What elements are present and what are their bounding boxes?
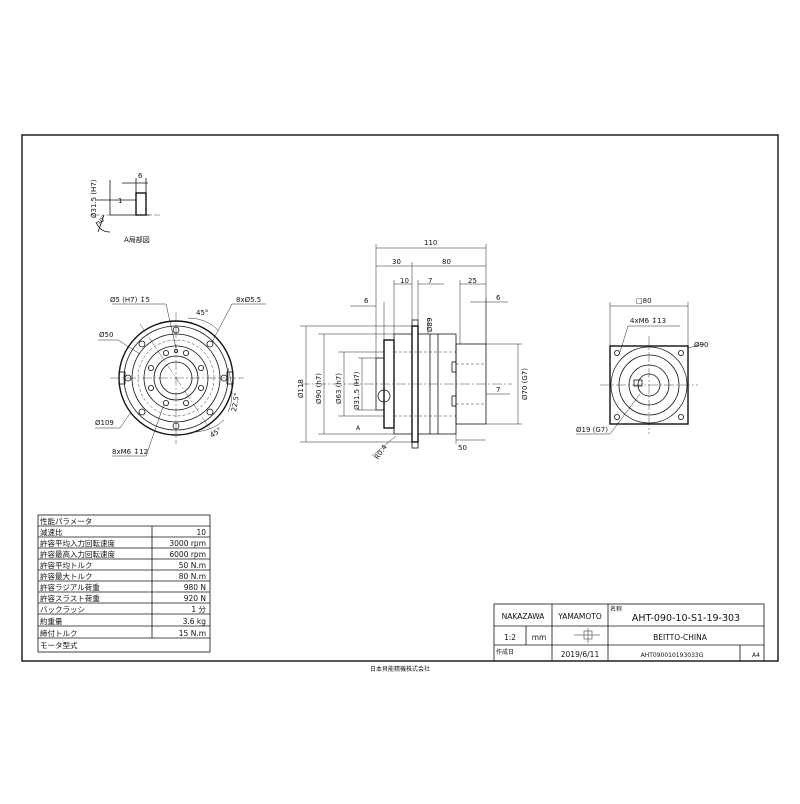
motor-view: □80 4xM6 ↧13 Ø90 Ø19 (G7) — [576, 297, 708, 435]
spec-table-title: 性能パラメータ — [40, 516, 92, 526]
spec-row-value: 80 N.m — [179, 572, 206, 581]
motor-tap-dim: 4xM6 ↧13 — [630, 317, 666, 325]
side-dim-31-5h7: Ø31.5 (H7) — [353, 371, 361, 410]
spec-row-value: 3000 rpm — [169, 539, 206, 548]
detail-a-view: 6 1 Ø31.5 (H7) 30° A局部図 — [90, 172, 160, 244]
company-name: 日本貝能精機株式会社 — [370, 665, 430, 673]
spec-row-label: バックラッシ — [40, 605, 85, 614]
front-hole-pattern-dim: 8xØ5.5 — [236, 296, 261, 304]
title-drawing-no: AHT090010193033G — [641, 652, 704, 659]
spec-row-label: 減速比 — [40, 527, 63, 537]
side-dim-80: 80 — [442, 258, 451, 266]
front-angle-22-5: 22.5° — [230, 392, 241, 412]
side-dim-118: Ø118 — [297, 379, 305, 398]
front-view: Ø5 (H7) ↧5 8xØ5.5 45° Ø50 Ø109 8xM6 ↧12 … — [95, 296, 266, 457]
side-dim-89: Ø89 — [426, 318, 434, 332]
front-angle-45-top: 45° — [196, 309, 208, 317]
title-block: 名称 作成日 NAKAZAWA YAMAMOTO AHT-090-10-S1-1… — [493, 603, 765, 662]
front-bolt-hole-dim: Ø5 (H7) ↧5 — [110, 296, 150, 304]
spec-row-label: 許容スラスト荷重 — [40, 593, 100, 603]
spec-row-label: 許容平均トルク — [40, 560, 93, 570]
title-checked-by: YAMAMOTO — [557, 612, 602, 621]
title-model: AHT-090-10-S1-19-303 — [632, 613, 740, 624]
title-date-label: 作成日 — [496, 648, 514, 656]
front-pcd-50: Ø50 — [99, 331, 113, 339]
front-angle-45-bottom: 45° — [209, 426, 224, 440]
spec-row-label: 許容平均入力回転速度 — [40, 538, 115, 548]
spec-row-value: 50 N.m — [179, 561, 206, 570]
side-dim-25: 25 — [468, 277, 477, 285]
motor-square-dim: □80 — [636, 297, 652, 305]
title-name-label: 名称 — [610, 605, 622, 613]
side-dim-63h7: Ø63 (h7) — [335, 373, 343, 404]
side-dim-7b: 7 — [496, 386, 500, 394]
side-dim-110: 110 — [424, 239, 437, 247]
spec-row-label: モータ型式 — [40, 640, 78, 650]
front-pcd-109: Ø109 — [95, 419, 114, 427]
detail-dim-1: 1 — [118, 197, 122, 205]
title-unit: mm — [532, 633, 547, 642]
spec-row-value: 1 分 — [191, 605, 206, 614]
spec-row-value: 920 N — [184, 594, 206, 603]
side-dim-90h7: Ø90 (h7) — [315, 373, 323, 404]
title-drawn-by: NAKAZAWA — [502, 612, 546, 621]
front-tapped-dim: 8xM6 ↧12 — [112, 448, 148, 456]
spec-row-label: 許容最大トルク — [40, 571, 93, 581]
detail-dim-angle: 30° — [96, 214, 108, 227]
title-scale: 1:2 — [504, 633, 516, 642]
spec-row-label: 許容ラジアル荷重 — [40, 582, 100, 592]
title-sheet: A4 — [752, 652, 760, 659]
side-dim-70g7: Ø70 (G7) — [521, 368, 529, 400]
side-dim-50: 50 — [458, 444, 467, 452]
side-dim-30: 30 — [392, 258, 401, 266]
side-marker-a: A — [356, 425, 361, 432]
spec-row-value: 10 — [196, 528, 206, 537]
spec-table: 性能パラメータ 減速比 10 許容平均入力回転速度 3000 rpm 許容最高入… — [37, 514, 211, 653]
spec-row-label: 許容最高入力回転速度 — [40, 549, 115, 559]
side-dim-6b: 6 — [496, 294, 501, 302]
sheet-border — [21, 134, 779, 662]
spec-row-label: 締付トルク — [40, 628, 78, 638]
spec-row-value: 15 N.m — [179, 629, 206, 638]
motor-pcd-dim: Ø90 — [694, 341, 708, 349]
spec-row-value: 3.6 kg — [183, 617, 207, 626]
detail-label: A局部図 — [124, 235, 150, 244]
motor-bore-dim: Ø19 (G7) — [576, 426, 608, 434]
side-dim-7a: 7 — [428, 277, 432, 285]
detail-dim-dia: Ø31.5 (H7) — [90, 179, 98, 218]
title-customer: BEITTO-CHINA — [653, 633, 708, 642]
spec-row-label: 約重量 — [40, 616, 63, 626]
side-dim-r04: R0.4 — [373, 443, 389, 461]
side-dim-6a: 6 — [364, 297, 369, 305]
side-view: 110 30 80 10 7 25 6 6 Ø89 Ø118 Ø90 (h7) … — [297, 239, 529, 461]
spec-row-value: 980 N — [184, 583, 206, 592]
side-dim-10: 10 — [400, 277, 409, 285]
title-date: 2019/6/11 — [561, 650, 600, 659]
spec-row-value: 6000 rpm — [169, 550, 206, 559]
detail-dim-6: 6 — [138, 172, 143, 180]
